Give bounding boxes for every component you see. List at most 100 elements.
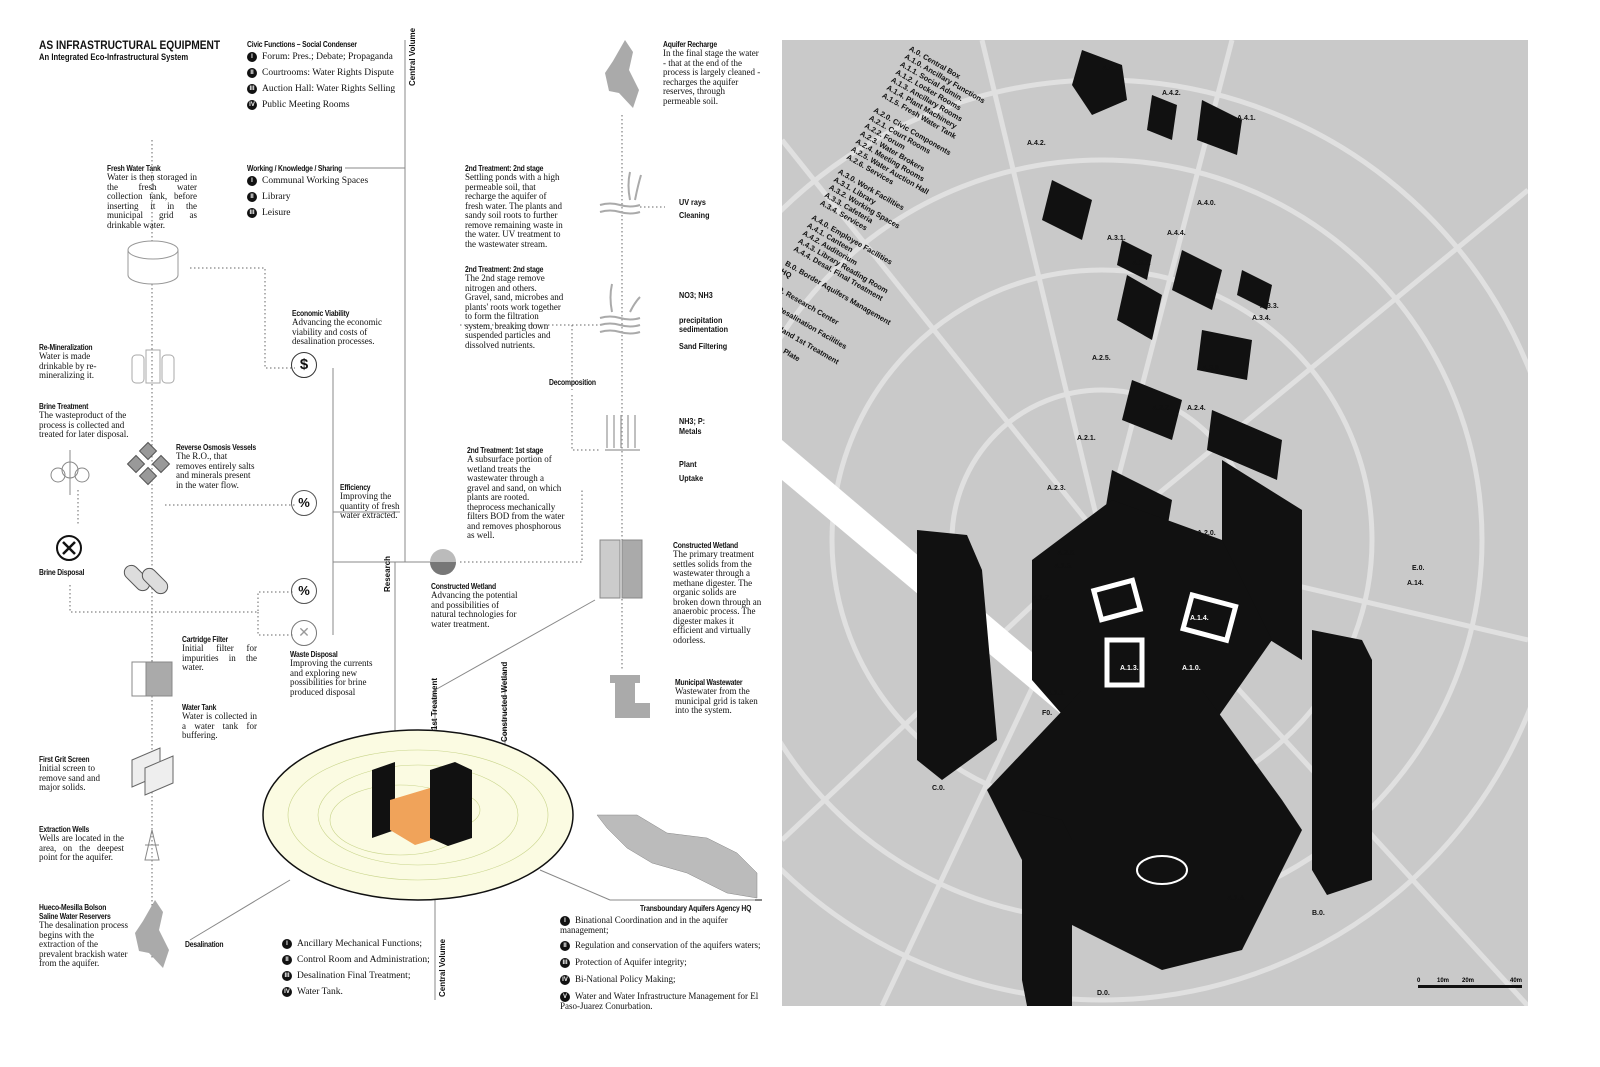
plan-tag: A.1.4. (1190, 615, 1209, 622)
output-nh3: NH3; P:Metals (679, 416, 706, 436)
plan-tag: A.14. (1407, 580, 1424, 587)
decomposition-label: Decomposition (549, 378, 596, 387)
working-title: Working / Knowledge / Sharing (247, 164, 343, 173)
plan-tag: A.4.1. (1237, 115, 1256, 122)
first-treatment-label: 1st Treatment (430, 677, 439, 730)
buildings (917, 50, 1372, 1006)
plan-tag: A.3.1. (1107, 235, 1126, 242)
settling-pond-icon (599, 283, 641, 335)
plan-tag: C.0. (932, 785, 945, 792)
plan-tag: E.0. (1412, 565, 1425, 572)
plan-tag: A.2.0. (1197, 530, 1216, 537)
output-sand-filtering: Sand Filtering (679, 341, 728, 351)
desalination-label: Desalination (185, 940, 224, 949)
percent-icon: % (291, 490, 317, 516)
plan-tag: A.3.4. (1252, 315, 1271, 322)
plan-tag: A.2.3. (1047, 485, 1066, 492)
plan-tag: A.2.4. (1187, 405, 1206, 412)
central-volume-label: Central Volume (408, 27, 417, 86)
water-tank-icon (131, 661, 173, 697)
plan-tag: B.0. (1312, 910, 1325, 917)
remineralization-icon (131, 349, 175, 384)
plan-tag: F0. (1042, 710, 1052, 717)
plan-tag: D.0. (1097, 990, 1110, 997)
site-plan-drawing: A.4.1. A.4.2. A.4.1. A.4.2. A.4.0. A.4.4… (782, 40, 1528, 1006)
plan-tag: A.2.2. (1152, 405, 1171, 412)
brine-treatment-icon (50, 450, 90, 495)
digester-icon (599, 539, 643, 599)
waste-x-icon: ✕ (291, 620, 317, 646)
aquifer-map-icon (135, 900, 169, 968)
page-subtitle: An Integrated Eco-Infrastructural System (39, 52, 189, 62)
scale-label: 10m (1437, 978, 1449, 984)
hq-title: Transboundary Aquifers Agency HQ (640, 904, 752, 913)
plan-tag: A.2.5. (1092, 355, 1111, 362)
uv-pond-icon (599, 171, 642, 215)
plan-tag: A.2.1. (1077, 435, 1096, 442)
wastewater-pipe-icon (610, 675, 650, 718)
aquifer-recharge-icon (605, 40, 639, 108)
plan-tag: A.3.0. (1202, 365, 1221, 372)
plan-tag: A.1.5. (1227, 895, 1246, 902)
axonometric-plan: A.4.1. A.4.2. A.4.1. A.4.2. A.4.0. A.4.4… (782, 40, 1528, 1006)
scale-label: 40m (1510, 978, 1522, 984)
scale-label: 0 (1417, 978, 1421, 984)
percent-icon: % (291, 578, 317, 604)
dollar-icon: $ (291, 352, 317, 378)
cartridge-filter-icon (123, 564, 169, 595)
wetland-circle-icon (430, 549, 456, 575)
plan-tag: A.4.0. (1197, 200, 1216, 207)
constructed-wetland-label: Constructed Wetland (500, 661, 509, 742)
grit-screen-icon (131, 747, 174, 796)
reverse-osmosis-icon (126, 441, 171, 486)
plan-tag: A.1.3. (1120, 665, 1139, 672)
flow-connectors (50, 40, 762, 1000)
plan-tag: A.4.1. (1102, 65, 1121, 72)
research-label: Research (383, 555, 392, 592)
plan-tag: A.4.4. (1167, 230, 1186, 237)
central-buildings (372, 762, 472, 846)
page-title: AS INFRASTRUCTURAL EQUIPMENT (39, 38, 221, 52)
output-no3: NO3; NH3 (679, 290, 713, 300)
plan-tag: A.1.2. (1032, 595, 1051, 602)
plan-tag: A.1.0. (1182, 665, 1201, 672)
plan-tag: A.4.2. (1162, 90, 1181, 97)
